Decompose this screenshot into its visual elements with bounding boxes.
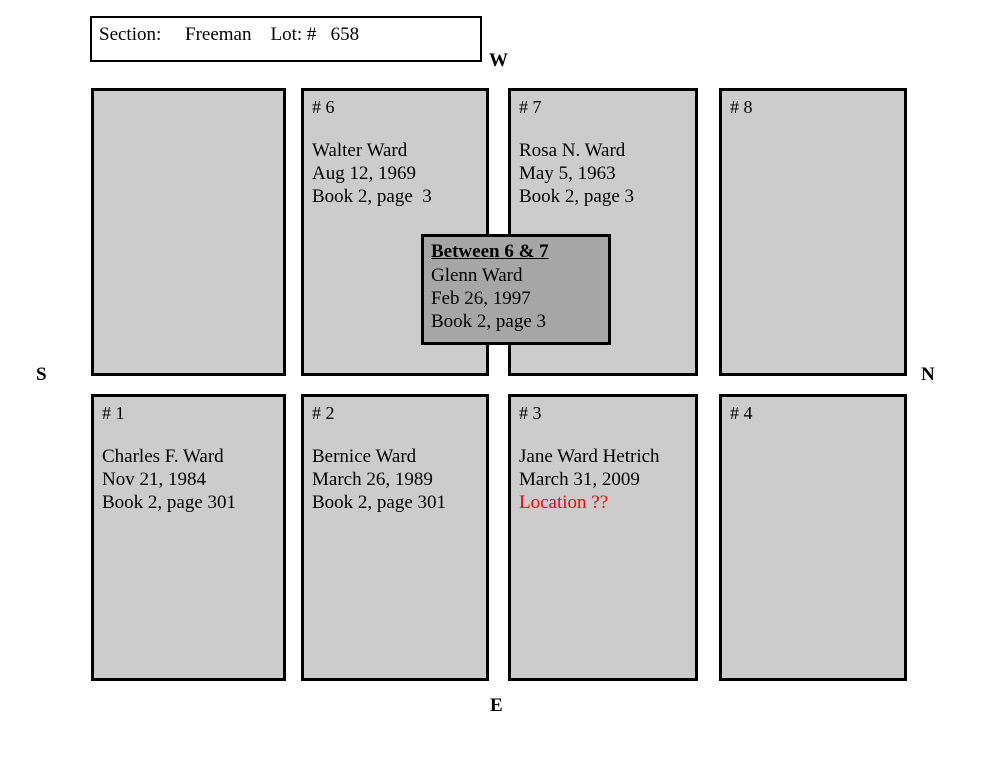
plot-spacer [519,426,691,445]
plot-spacer [312,120,482,139]
grave-plot-1[interactable]: # 1 Charles F. Ward Nov 21, 1984 Book 2,… [91,394,286,681]
grave-plot-4[interactable]: # 4 [719,394,907,681]
plot-book-reference: Book 2, page 3 [519,186,635,207]
between-plots-title: Between 6 & 7 [431,241,549,262]
plot-spacer [519,120,691,139]
plot-number: # 2 [312,403,335,423]
plot-occupant-name: Charles F. Ward [102,446,224,467]
plot-spacer [312,426,482,445]
plot-book-reference: Book 2, page 301 [102,492,237,513]
plot-date: Aug 12, 1969 [312,163,416,184]
section-lot-text: Section: Freeman Lot: # 658 [99,24,360,45]
grave-plot-empty-top-left[interactable] [91,88,286,376]
plot-date: May 5, 1963 [519,163,616,184]
plot-number: # 8 [730,97,753,117]
compass-label-south: S [36,364,47,385]
plot-number: # 3 [519,403,542,423]
grave-plot-2[interactable]: # 2 Bernice Ward March 26, 1989 Book 2, … [301,394,489,681]
plot-date: March 26, 1989 [312,469,433,490]
plot-spacer [102,426,279,445]
plot-number: # 1 [102,403,125,423]
plot-spacer [730,426,900,445]
plot-date: March 31, 2009 [519,469,640,490]
section-lot-header-box: Section: Freeman Lot: # 658 [90,16,482,62]
grave-plot-6[interactable]: # 6 Walter Ward Aug 12, 1969 Book 2, pag… [301,88,489,376]
plot-date: Nov 21, 1984 [102,469,206,490]
plot-occupant-name: Bernice Ward [312,446,417,467]
compass-label-east: E [490,695,503,716]
between-plots-annotation-box[interactable]: Between 6 & 7 Glenn Ward Feb 26, 1997 Bo… [421,234,611,345]
compass-label-west: W [489,50,508,71]
between-plots-date: Feb 26, 1997 [431,288,531,309]
plot-spacer [730,120,900,139]
plot-occupant-name: Jane Ward Hetrich [519,446,660,467]
plot-book-reference: Book 2, page 301 [312,492,447,513]
plot-number: # 4 [730,403,753,423]
plot-occupant-name: Rosa N. Ward [519,140,626,161]
between-plots-occupant-name: Glenn Ward [431,265,523,286]
between-plots-book-reference: Book 2, page 3 [431,311,547,332]
grave-plot-3[interactable]: # 3 Jane Ward Hetrich March 31, 2009 Loc… [508,394,698,681]
grave-plot-8[interactable]: # 8 [719,88,907,376]
plot-book-reference: Book 2, page 3 [312,186,432,207]
compass-label-north: N [921,364,935,385]
plot-number: # 6 [312,97,335,117]
plot-spacer [102,95,279,114]
plot-number: # 7 [519,97,542,117]
plot-occupant-name: Walter Ward [312,140,408,161]
plot-location-alert: Location ?? [519,492,609,513]
